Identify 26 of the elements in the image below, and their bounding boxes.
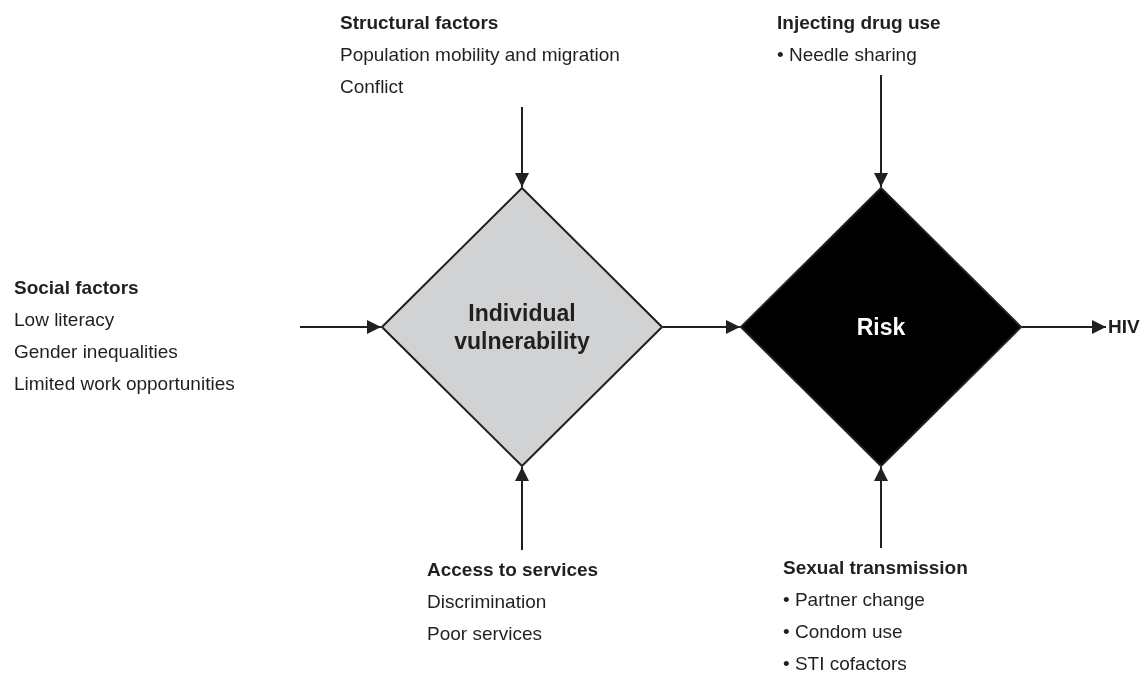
arrow — [515, 466, 529, 551]
factor-item: Conflict — [340, 75, 404, 99]
factor-heading: Access to services — [427, 558, 599, 582]
factor-heading: Injecting drug use — [777, 11, 941, 35]
outcome-label: HIV — [1108, 315, 1140, 339]
factor-item: Limited work opportunities — [14, 372, 235, 396]
arrow — [874, 74, 888, 188]
arrow — [1021, 320, 1107, 334]
factor-item: • Needle sharing — [777, 43, 917, 67]
arrow — [662, 320, 741, 334]
diamond-label: Risk — [855, 313, 907, 341]
arrow — [874, 466, 888, 549]
factor-item: • Partner change — [783, 588, 925, 612]
factor-item: • STI cofactors — [783, 652, 907, 676]
factor-heading: Sexual transmission — [783, 556, 968, 580]
arrow — [299, 320, 382, 334]
factor-item: Population mobility and migration — [340, 43, 620, 67]
factor-heading: Structural factors — [340, 11, 499, 35]
factor-item: Discrimination — [427, 590, 547, 614]
factor-heading: Social factors — [14, 276, 139, 300]
diamond-label: Individual vulnerability — [453, 299, 591, 355]
factor-item: • Condom use — [783, 620, 903, 644]
arrow — [515, 106, 529, 188]
factor-item: Low literacy — [14, 308, 115, 332]
factor-item: Gender inequalities — [14, 340, 178, 364]
factor-item: Poor services — [427, 622, 543, 646]
